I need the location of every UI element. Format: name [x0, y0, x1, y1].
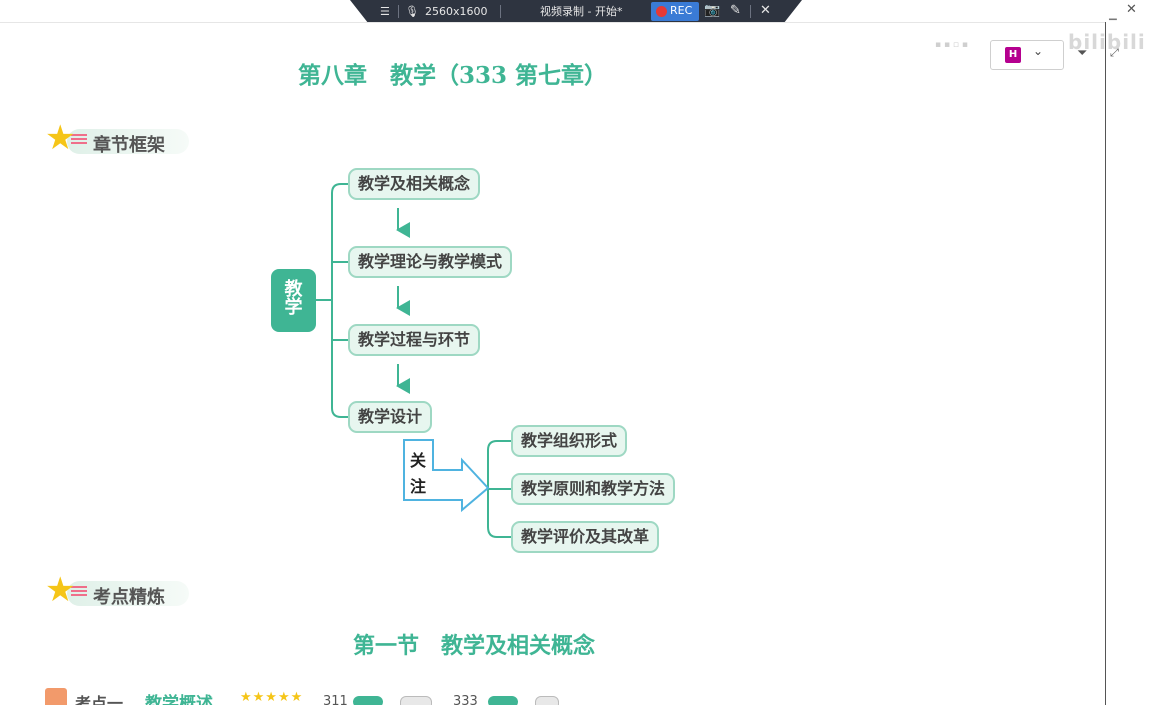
exam-ref-311: 311 [323, 694, 348, 706]
bottom-strip [0, 705, 1152, 720]
tag-stripes [71, 134, 87, 146]
exam-ref-333: 333 [453, 694, 478, 706]
focus-node: 教学原则和教学方法 [511, 473, 676, 505]
kaodian-row: 考点一 教学概述 ★★★★★ 311 333 [45, 688, 575, 706]
section-tag-label: 考点精炼 [93, 587, 165, 608]
tag-band [67, 129, 189, 154]
chapter-title: 第八章 教学（333 第七章） [298, 62, 608, 89]
mindmap-node: 教学过程与环节 [348, 324, 481, 356]
watermark-dots: ▪ ▪ ▫ ▪ [935, 40, 968, 50]
expand-icon[interactable]: ⤢ [1110, 46, 1119, 59]
input-method-logo: H [1005, 47, 1021, 63]
notepad-icon [45, 688, 67, 706]
tag-band [67, 581, 189, 606]
star-icon: ★ [45, 570, 76, 610]
input-method-widget[interactable]: H ⌄ [990, 40, 1064, 70]
camera-icon[interactable]: 📷 [704, 3, 721, 18]
toolbar-divider [500, 5, 501, 18]
kaodian-label: 考点一 [75, 694, 124, 706]
branch-spine [331, 183, 342, 418]
section-heading: 第一节 教学及相关概念 [353, 633, 596, 659]
toolbar-divider [750, 5, 751, 18]
close-icon[interactable]: ✕ [760, 3, 771, 18]
section-tag-practice: ★ 考点精炼 [45, 573, 195, 611]
filter-icon[interactable]: ⏷ [1077, 46, 1088, 61]
scroll-up-icon[interactable]: ▔ [1109, 20, 1117, 31]
record-dot-icon [656, 6, 667, 17]
pen-icon[interactable]: ✎ [730, 3, 741, 18]
focus-label: 关注 [410, 451, 427, 496]
chevron-down-icon: ⌄ [1033, 44, 1044, 58]
mindmap-root-label: 教学 [284, 279, 303, 318]
page-edge-line [1105, 22, 1106, 705]
top-divider [0, 22, 1105, 23]
recording-title: 视频录制 - 开始* [540, 5, 623, 18]
exam-tag-pill [488, 696, 518, 706]
exam-tag-pill [535, 696, 559, 706]
menu-icon[interactable]: ☰ [380, 5, 390, 18]
mindmap-root: 教学 [271, 269, 316, 332]
recording-toolbar: ☰ 🎙 2560x1600 视频录制 - 开始* REC 📷 ✎ ✕ [350, 0, 802, 23]
window-close-icon[interactable]: ✕ [1126, 2, 1137, 17]
star-icon: ★ [45, 118, 76, 158]
resolution-label: 2560x1600 [425, 5, 488, 18]
focus-arrow-shape [403, 439, 490, 513]
microphone-icon[interactable]: 🎙 [405, 5, 419, 18]
rec-button[interactable]: REC [651, 2, 699, 21]
rec-label: REC [670, 4, 693, 17]
toolbar-divider [398, 5, 399, 18]
focus-node: 教学组织形式 [511, 425, 628, 457]
mindmap-node: 教学及相关概念 [348, 168, 481, 200]
tag-stripes [71, 586, 87, 598]
section-tag-label: 章节框架 [93, 135, 165, 156]
exam-tag-pill [353, 696, 383, 706]
exam-tag-pill [400, 696, 432, 706]
section-tag-framework: ★ 章节框架 [45, 121, 195, 159]
bilibili-watermark: bilibili [1068, 30, 1146, 54]
mindmap-node: 教学理论与教学模式 [348, 246, 513, 278]
rating-stars: ★★★★★ [240, 690, 304, 705]
focus-node: 教学评价及其改革 [511, 521, 660, 553]
kaodian-title: 教学概述 [145, 694, 213, 706]
mindmap-node: 教学设计 [348, 401, 433, 433]
